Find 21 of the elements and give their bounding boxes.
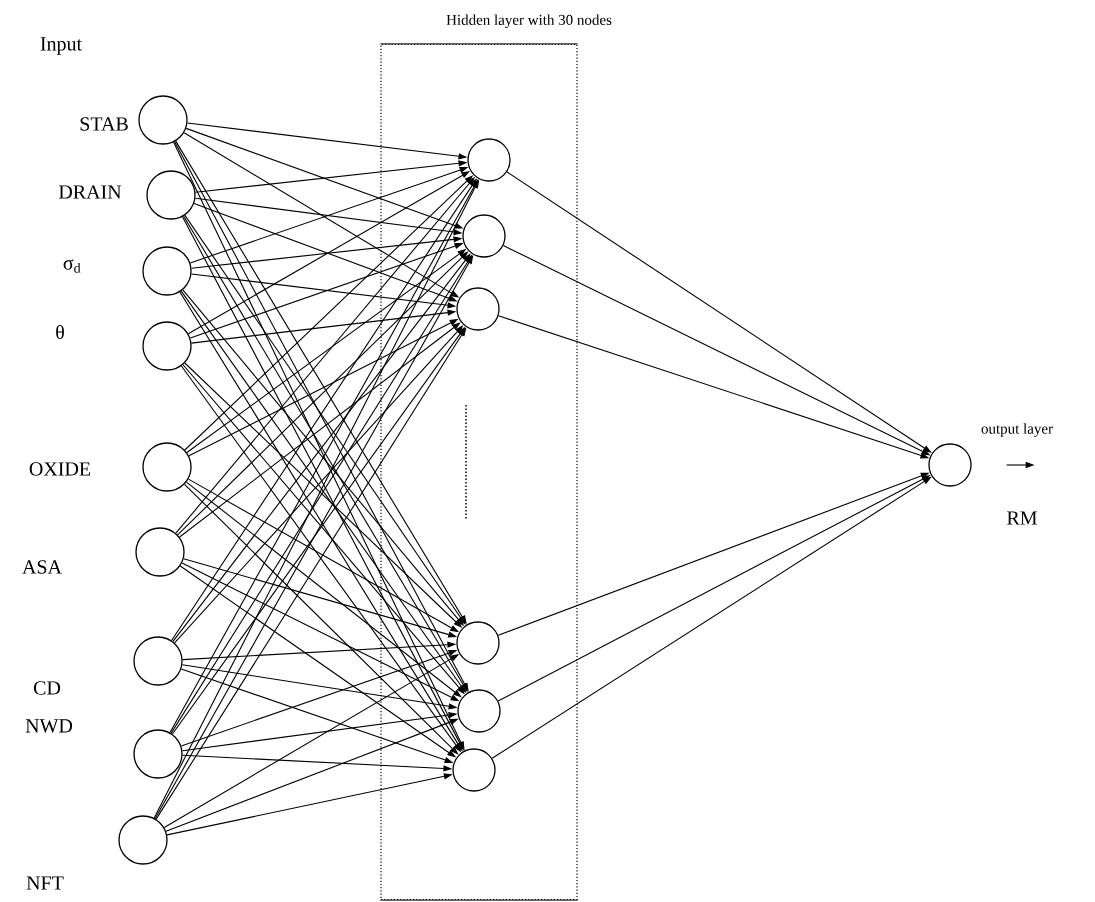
hidden-neuron [452, 748, 496, 792]
neuron-label: STAB [80, 117, 128, 131]
layer-label: output layer [981, 423, 1053, 437]
layer-title: Hidden layer with 30 nodes [446, 14, 612, 28]
neuron-label: θ [56, 324, 64, 340]
hidden-neuron [456, 621, 500, 665]
output-label: RM [1007, 511, 1037, 525]
neuron-label: NFT [26, 876, 64, 890]
hidden-neuron [467, 138, 511, 182]
hidden-neuron [457, 689, 501, 733]
neuron-label: NWD [25, 719, 73, 733]
neuron-label: ASA [22, 560, 62, 574]
hidden-neuron [456, 287, 500, 331]
arrow [506, 171, 932, 453]
section-label: Input [40, 37, 82, 55]
neuron-label: OXIDE [29, 462, 91, 476]
arrow [185, 481, 462, 698]
neuron-label: CD [33, 681, 61, 695]
neuron-label: DRAIN [58, 185, 122, 199]
hidden-neuron [462, 214, 506, 258]
neuron-label: σ$_{d}$ [63, 259, 81, 273]
